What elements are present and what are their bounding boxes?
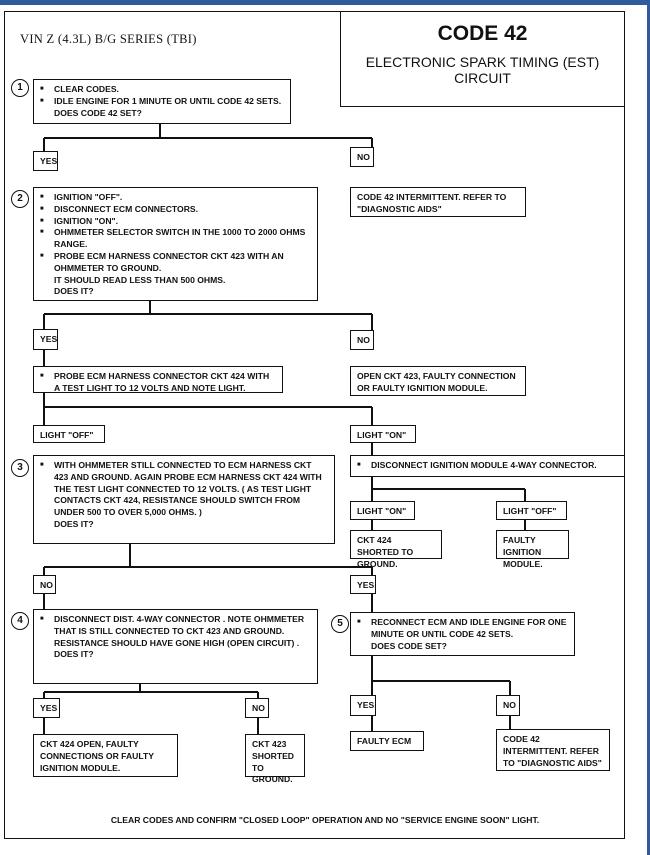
step-1-question: DOES CODE 42 SET? (54, 107, 142, 118)
vin-label: VIN Z (4.3L) B/G SERIES (TBI) (20, 32, 197, 46)
step-1-item: IDLE ENGINE FOR 1 MINUTE OR UNTIL CODE 4… (40, 96, 284, 108)
step-3b-box: DISCONNECT IGNITION MODULE 4-WAY CONNECT… (350, 455, 625, 477)
subtitle-line-1: ELECTRONIC SPARK TIMING (EST) (365, 54, 600, 70)
step-number-2: 2 (11, 190, 29, 208)
step-2-box: IGNITION "OFF". DISCONNECT ECM CONNECTOR… (33, 187, 318, 301)
step-number-5: 5 (331, 615, 349, 633)
step-3-question: DOES IT? (54, 518, 94, 529)
step-3-box: WITH OHMMETER STILL CONNECTED TO ECM HAR… (33, 455, 335, 544)
yes-label: YES (350, 695, 376, 716)
no-label: NO (350, 330, 374, 350)
right-border-bar (647, 0, 650, 855)
step-5-item: RECONNECT ECM AND IDLE ENGINE FOR ONE MI… (357, 617, 568, 641)
step-1-item: CLEAR CODES. (40, 84, 284, 96)
page-frame (4, 11, 625, 839)
light-on-label: LIGHT "ON" (350, 501, 415, 520)
step-2-item: PROBE ECM HARNESS CONNECTOR CKT 423 WITH… (40, 251, 311, 275)
light-off-label: LIGHT "OFF" (496, 501, 567, 520)
step-5-box: RECONNECT ECM AND IDLE ENGINE FOR ONE MI… (350, 612, 575, 656)
step-2b-box: PROBE ECM HARNESS CONNECTOR CKT 424 WITH… (33, 366, 283, 393)
result-box-7: FAULTY ECM (350, 731, 424, 751)
light-off-label: LIGHT "OFF" (33, 425, 105, 443)
result-box-2: OPEN CKT 423, FAULTY CONNECTION OR FAULT… (350, 366, 526, 396)
step-2-item: IGNITION "ON". (40, 216, 311, 228)
result-box-1: CODE 42 INTERMITTENT. REFER TO "DIAGNOST… (350, 187, 526, 217)
footer-instruction: CLEAR CODES AND CONFIRM "CLOSED LOOP" OP… (110, 815, 540, 825)
step-2-question: DOES IT? (54, 286, 94, 297)
yes-label: YES (33, 698, 60, 718)
yes-label: YES (350, 575, 376, 594)
no-label: NO (350, 147, 374, 167)
step-5-question: DOES CODE SET? (371, 640, 447, 651)
no-label: NO (33, 575, 56, 594)
step-4-box: DISCONNECT DIST. 4-WAY CONNECTOR . NOTE … (33, 609, 318, 684)
result-box-3: CKT 424 SHORTED TO GROUND. (350, 530, 442, 569)
no-label: NO (496, 695, 520, 716)
result-box-5: CKT 424 OPEN, FAULTY CONNECTIONS OR FAUL… (33, 734, 178, 777)
light-on-label: LIGHT "ON" (350, 425, 416, 443)
step-number-3: 3 (11, 459, 29, 477)
result-box-8: CODE 42 INTERMITTENT. REFER TO "DIAGNOST… (496, 729, 610, 771)
result-box-4: FAULTY IGNITION MODULE. (496, 530, 569, 569)
yes-label: YES (33, 151, 58, 171)
step-number-4: 4 (11, 612, 29, 630)
step-1-box: CLEAR CODES. IDLE ENGINE FOR 1 MINUTE OR… (33, 79, 291, 124)
yes-label: YES (33, 329, 58, 350)
step-2-item: DISCONNECT ECM CONNECTORS. (40, 204, 311, 216)
step-2b-item: PROBE ECM HARNESS CONNECTOR CKT 424 WITH… (40, 371, 276, 395)
step-4-item: DISCONNECT DIST. 4-WAY CONNECTOR . NOTE … (40, 614, 311, 649)
step-2-note: IT SHOULD READ LESS THAN 500 OHMS. (54, 274, 226, 285)
step-3-item: WITH OHMMETER STILL CONNECTED TO ECM HAR… (40, 460, 328, 519)
step-2-item: OHMMETER SELECTOR SWITCH IN THE 1000 TO … (40, 227, 311, 251)
code-title: CODE 42 (437, 22, 528, 45)
step-4-question: DOES IT? (54, 649, 94, 660)
step-2-item: IGNITION "OFF". (40, 192, 311, 204)
no-label: NO (245, 698, 269, 718)
step-3b-item: DISCONNECT IGNITION MODULE 4-WAY CONNECT… (357, 460, 618, 472)
result-box-6: CKT 423 SHORTED TO GROUND. (245, 734, 305, 784)
step-number-1: 1 (11, 79, 29, 97)
top-border-bar (0, 0, 650, 5)
subtitle-line-2: CIRCUIT (454, 70, 511, 86)
title-box: CODE 42 ELECTRONIC SPARK TIMING (EST) CI… (340, 11, 625, 107)
